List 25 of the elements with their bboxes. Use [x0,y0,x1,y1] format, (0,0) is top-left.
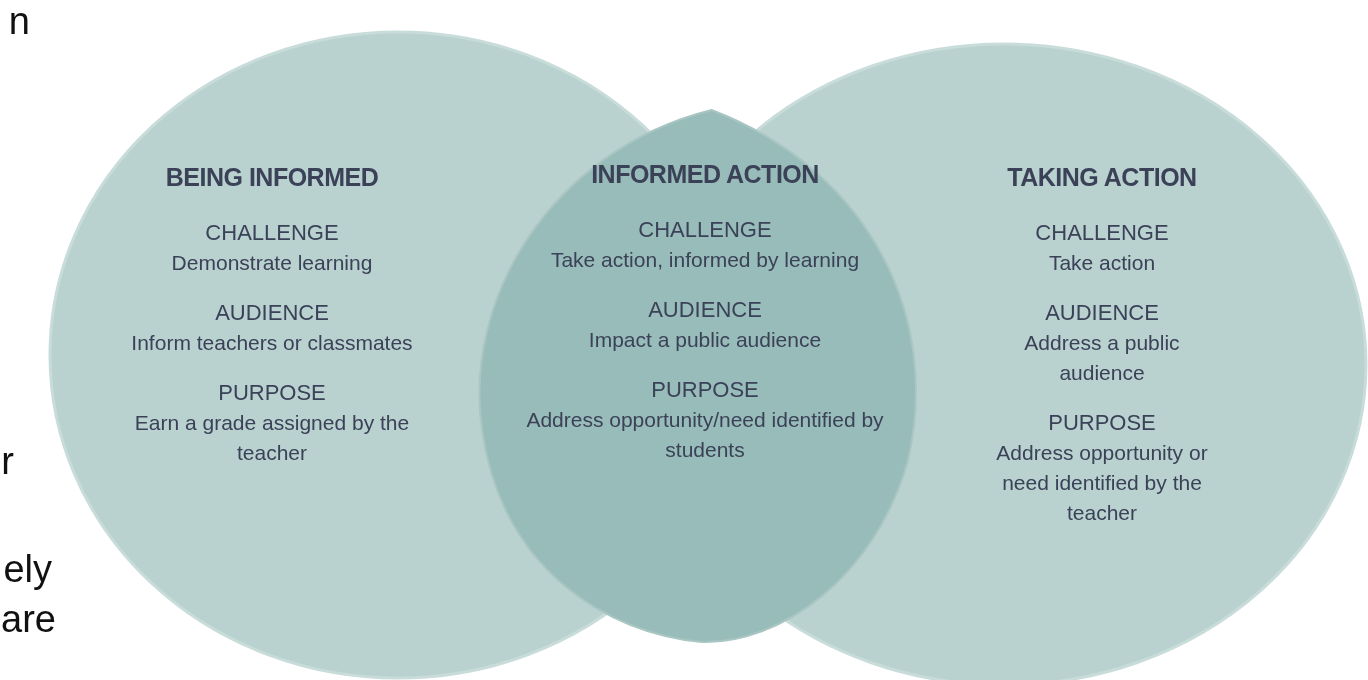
text-fragment: r [1,440,14,483]
text-fragment: ely [3,548,52,591]
category-label: AUDIENCE [215,299,329,327]
description-text: Take action [1048,250,1156,276]
description-text: Demonstrate learning [171,250,373,276]
category-label: AUDIENCE [1045,299,1159,327]
category-label: AUDIENCE [648,296,762,324]
description-text: Address opportunity/need identified by students [525,407,885,463]
description-text: Address a public audience [1023,330,1181,386]
description-text: Earn a grade assigned by the teacher [133,410,411,466]
category-label: CHALLENGE [1035,219,1169,247]
text-fragment: n [8,0,30,43]
description-text: Inform teachers or classmates [131,330,413,356]
category-label: CHALLENGE [205,219,339,247]
description-text: Impact a public audience [588,327,822,353]
category-label: PURPOSE [1048,409,1156,437]
category-label: PURPOSE [651,376,759,404]
description-text: Address opportunity or need identified by the teacher [995,440,1209,526]
section-heading: INFORMED ACTION [591,160,819,189]
section-heading: BEING INFORMED [165,163,379,192]
category-label: CHALLENGE [638,216,772,244]
category-label: PURPOSE [218,379,326,407]
text-fragment: are [1,598,56,641]
description-text: Take action, informed by learning [550,247,860,273]
section-heading: TAKING ACTION [1007,163,1197,192]
